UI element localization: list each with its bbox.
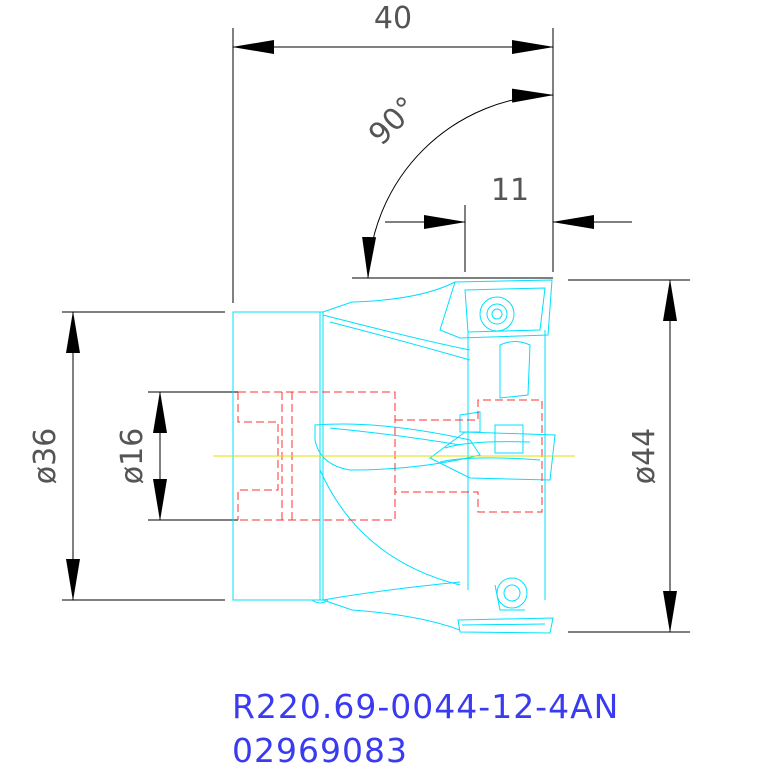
angle-90-arc	[362, 88, 554, 279]
dimension-44-label: ø44	[627, 428, 662, 485]
dimension-11-label: 11	[491, 173, 529, 208]
dimension-90-label: 90°	[362, 90, 424, 152]
dimension-40-label: 40	[374, 1, 412, 36]
dimension-16-label: ø16	[115, 428, 150, 485]
part-number-label: R220.69-0044-12-4AN	[232, 687, 619, 726]
dimension-lines	[62, 28, 690, 633]
dimension-36-label: ø36	[28, 428, 63, 485]
order-code-label: 02969083	[232, 731, 408, 767]
